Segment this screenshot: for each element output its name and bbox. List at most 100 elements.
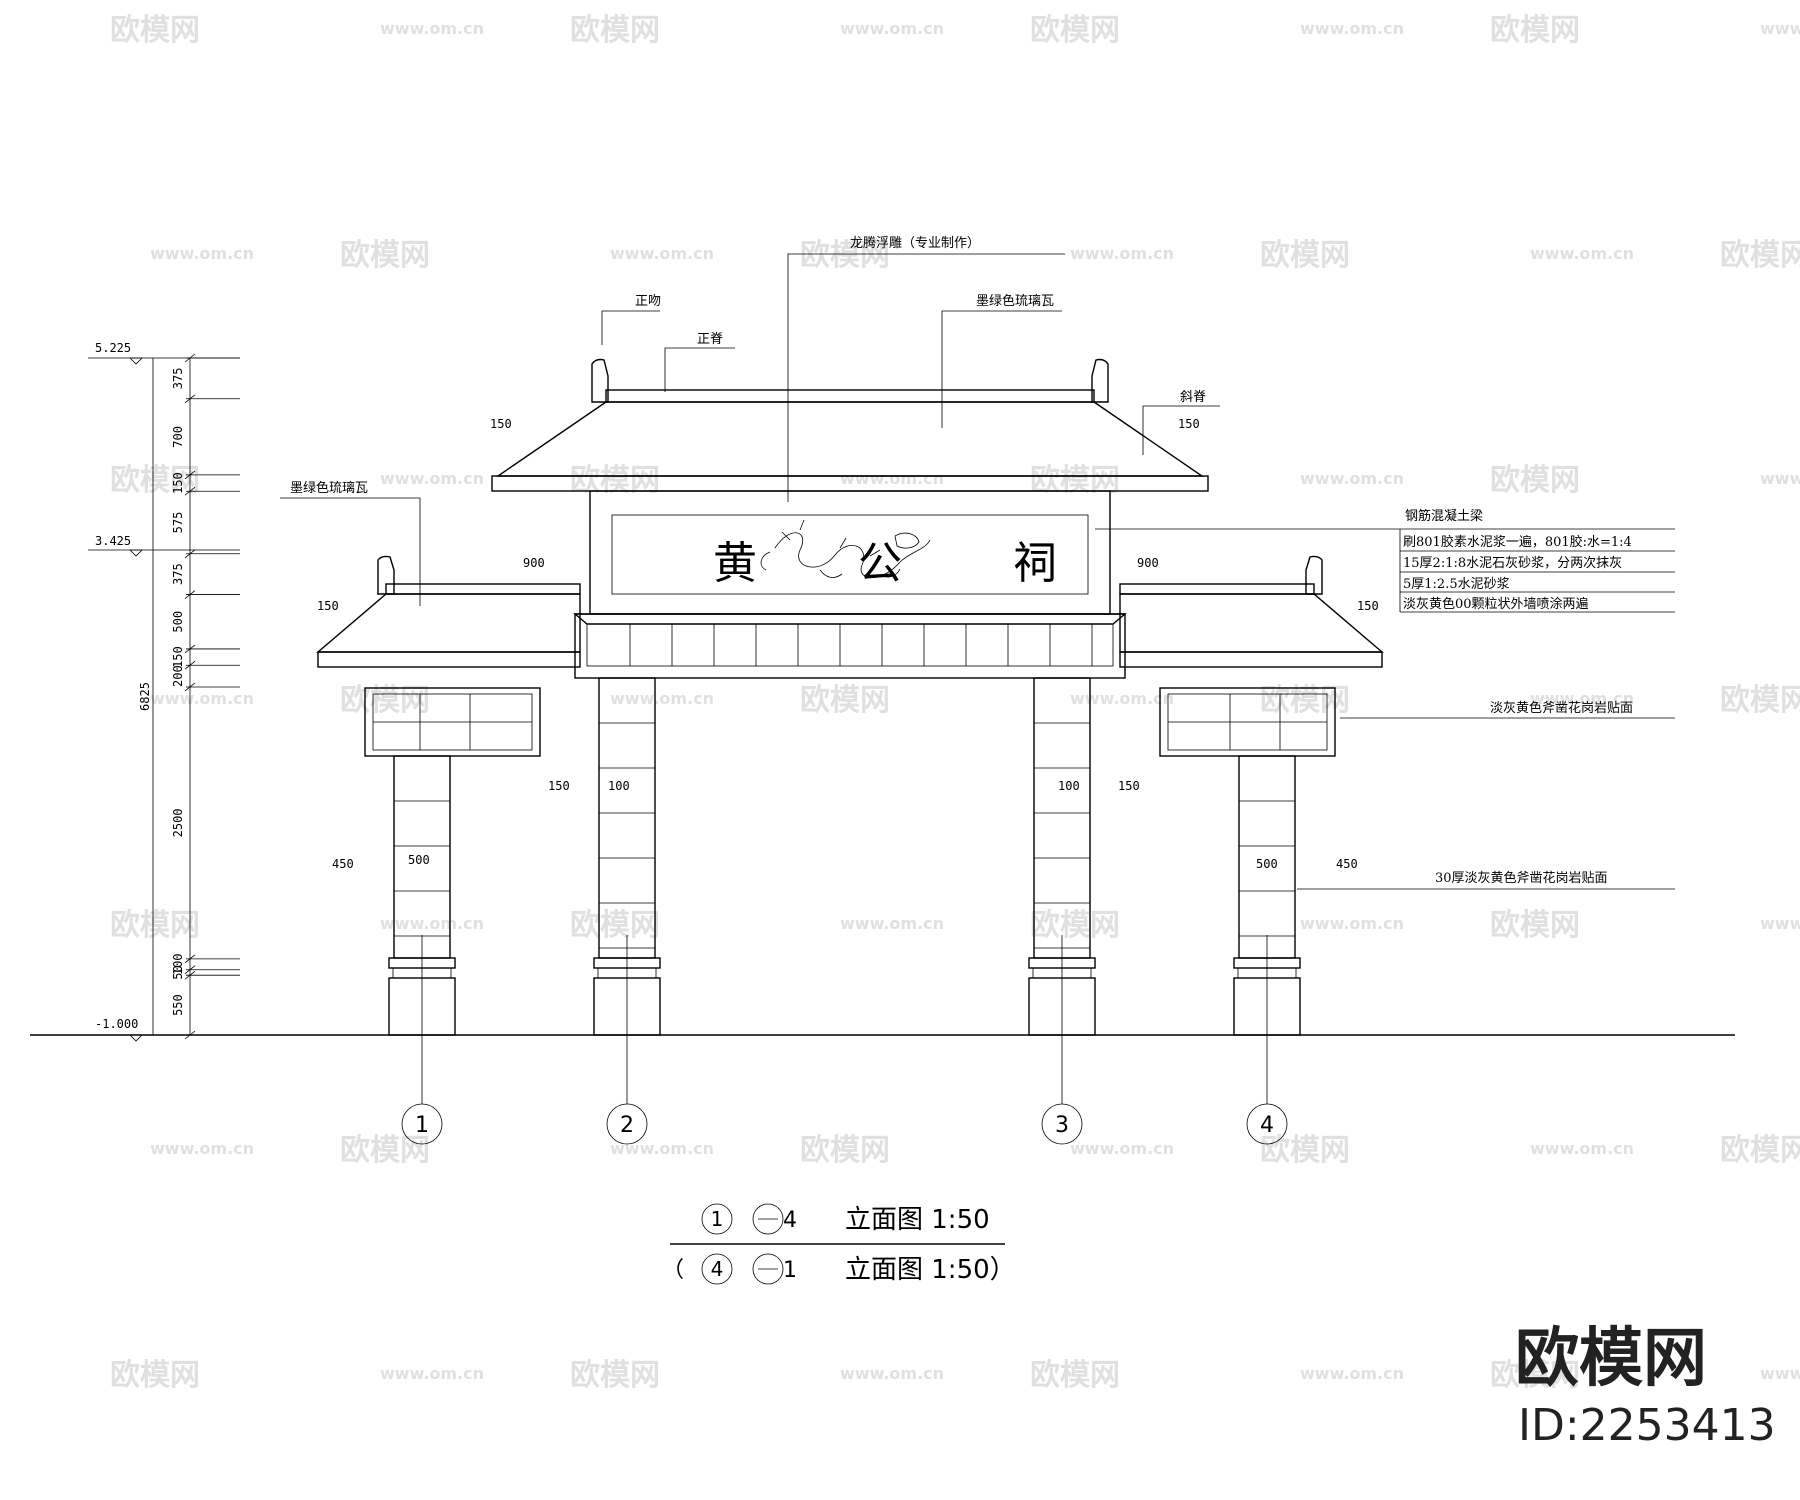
note-main-ridge: 正脊 xyxy=(697,332,723,347)
watermark-url: www.om.cn xyxy=(380,1364,484,1383)
left-side-roof xyxy=(316,555,581,668)
title-axis-b: 4 xyxy=(783,1208,797,1233)
watermark-logo: 欧模网 xyxy=(800,238,890,273)
watermark-logo: 欧模网 xyxy=(1490,908,1580,943)
note-ridge-end: 正吻 xyxy=(635,294,661,309)
watermark-url: www.om.cn xyxy=(380,19,484,38)
plaque-char-1: 黄 xyxy=(713,538,757,589)
total-height-dim: 6825 xyxy=(138,682,152,711)
svg-text:150: 150 xyxy=(1178,417,1200,431)
dim-seg-9: 2500 xyxy=(171,808,185,837)
note-layer-3: 5厚1:2.5水泥砂浆 xyxy=(1403,577,1510,592)
dim-seg-3: 150 xyxy=(171,472,185,494)
watermark-logo: 欧模网 xyxy=(340,238,430,273)
watermark-logo: 欧模网 xyxy=(800,1133,890,1168)
watermark-url: www.om.cn xyxy=(1760,914,1800,933)
dim-seg-4: 575 xyxy=(171,512,185,534)
watermark-logo: 欧模网 xyxy=(800,683,890,718)
watermark-url: www.om.cn xyxy=(1760,469,1800,488)
watermark-url: www.om.cn xyxy=(1070,689,1174,708)
watermark-url: www.om.cn xyxy=(840,914,944,933)
svg-text:150: 150 xyxy=(317,599,339,613)
note-tile-side: 墨绿色琉璃瓦 xyxy=(290,480,368,496)
level-bottom: -1.000 xyxy=(95,1017,138,1031)
title-line-2: 立面图 1:50） xyxy=(845,1255,1016,1285)
watermark-url: www.om.cn xyxy=(610,689,714,708)
watermark-logo: 欧模网 xyxy=(1490,13,1580,48)
brand-logo: 欧模网 xyxy=(1515,1322,1707,1396)
plaque-char-2: 公 xyxy=(858,538,902,589)
watermark-url: www.om.cn xyxy=(1300,19,1404,38)
level-top: 5.225 xyxy=(95,341,131,355)
watermark-url: www.om.cn xyxy=(1300,469,1404,488)
level-mid: 3.425 xyxy=(95,534,131,548)
note-layer-1: 刷801胶素水泥浆一遍，801胶:水=1:4 xyxy=(1403,534,1632,550)
dim-seg-2: 700 xyxy=(171,426,185,448)
dim-seg-11: 50 xyxy=(171,965,185,979)
dim-seg-10: 100 xyxy=(171,953,185,975)
title-paren-open: （ xyxy=(662,1258,684,1283)
watermark-logo: 欧模网 xyxy=(570,13,660,48)
watermark-logo: 欧模网 xyxy=(1260,238,1350,273)
axis-marker-1: 1 xyxy=(401,935,443,1145)
svg-text:500: 500 xyxy=(1256,857,1278,871)
axis-marker-2: 2 xyxy=(606,935,648,1145)
watermark-logo: 欧模网 xyxy=(570,1358,660,1393)
watermark-url: www.om.cn xyxy=(380,914,484,933)
watermark-url: www.om.cn xyxy=(610,244,714,263)
axis-label-3: 3 xyxy=(1055,1113,1069,1138)
watermark-logo: 欧模网 xyxy=(1030,463,1120,498)
watermark-logo: 欧模网 xyxy=(340,1133,430,1168)
watermark-logo: 欧模网 xyxy=(110,908,200,943)
watermark-logo: 欧模网 xyxy=(110,1358,200,1393)
note-dragon-relief: 龙腾浮雕（专业制作） xyxy=(850,235,980,251)
watermark-url: www.om.cn xyxy=(840,19,944,38)
axis-marker-4: 4 xyxy=(1246,935,1288,1145)
watermark-url: www.om.cn xyxy=(1300,914,1404,933)
svg-text:150: 150 xyxy=(1118,779,1140,793)
watermark-logo: 欧模网 xyxy=(110,13,200,48)
watermark-url: www.om.cn xyxy=(1530,689,1634,708)
note-layer-2: 15厚2:1:8水泥石灰砂浆，分两次抹灰 xyxy=(1403,555,1622,571)
dim-seg-12: 550 xyxy=(171,994,185,1016)
axis-markers: 1 2 3 4 xyxy=(401,935,1288,1145)
plaque-char-3: 祠 xyxy=(1013,538,1057,589)
central-plaque-block xyxy=(573,490,1127,679)
watermark-logo: 欧模网 xyxy=(1030,1358,1120,1393)
title-line-1: 立面图 1:50 xyxy=(845,1205,990,1235)
watermark-logo: 欧模网 xyxy=(340,683,430,718)
svg-text:900: 900 xyxy=(1137,556,1159,570)
note-rc-beam: 钢筋混凝土梁 xyxy=(1405,508,1483,524)
dragon-relief-icon xyxy=(774,519,931,579)
watermark-logo: 欧模网 xyxy=(570,908,660,943)
dim-seg-8: 200 xyxy=(171,665,185,687)
svg-text:450: 450 xyxy=(332,857,354,871)
watermark-logo: 欧模网 xyxy=(1720,238,1800,273)
ridge-end-left xyxy=(591,358,609,403)
title2-axis-b: 1 xyxy=(783,1258,797,1283)
watermark-url: www.om.cn xyxy=(1760,19,1800,38)
axis-label-1: 1 xyxy=(415,1113,429,1138)
drawing-title: 1 4 立面图 1:50 （ 4 1 立面图 1:50） xyxy=(662,1203,1016,1285)
svg-text:150: 150 xyxy=(490,417,512,431)
watermark-logo: 欧模网 xyxy=(1030,908,1120,943)
dim-seg-5: 375 xyxy=(171,563,185,585)
watermark-url: www.om.cn xyxy=(1070,244,1174,263)
title2-axis-a: 4 xyxy=(711,1257,724,1281)
watermark-url: www.om.cn xyxy=(1300,1364,1404,1383)
watermark-url: www.om.cn xyxy=(1530,244,1634,263)
dim-seg-1: 375 xyxy=(171,368,185,390)
brand-id: ID:2253413 xyxy=(1518,1400,1776,1451)
axis-label-2: 2 xyxy=(620,1113,634,1138)
svg-text:100: 100 xyxy=(608,779,630,793)
watermark-url: www.om.cn xyxy=(150,244,254,263)
watermark-url: www.om.cn xyxy=(1530,1139,1634,1158)
left-lintel xyxy=(364,687,541,757)
watermark-logo: 欧模网 xyxy=(1030,13,1120,48)
watermark-logo: 欧模网 xyxy=(1720,683,1800,718)
note-granite-30: 30厚淡灰黄色斧凿花岗岩贴面 xyxy=(1435,870,1608,886)
axis-label-4: 4 xyxy=(1260,1113,1274,1138)
